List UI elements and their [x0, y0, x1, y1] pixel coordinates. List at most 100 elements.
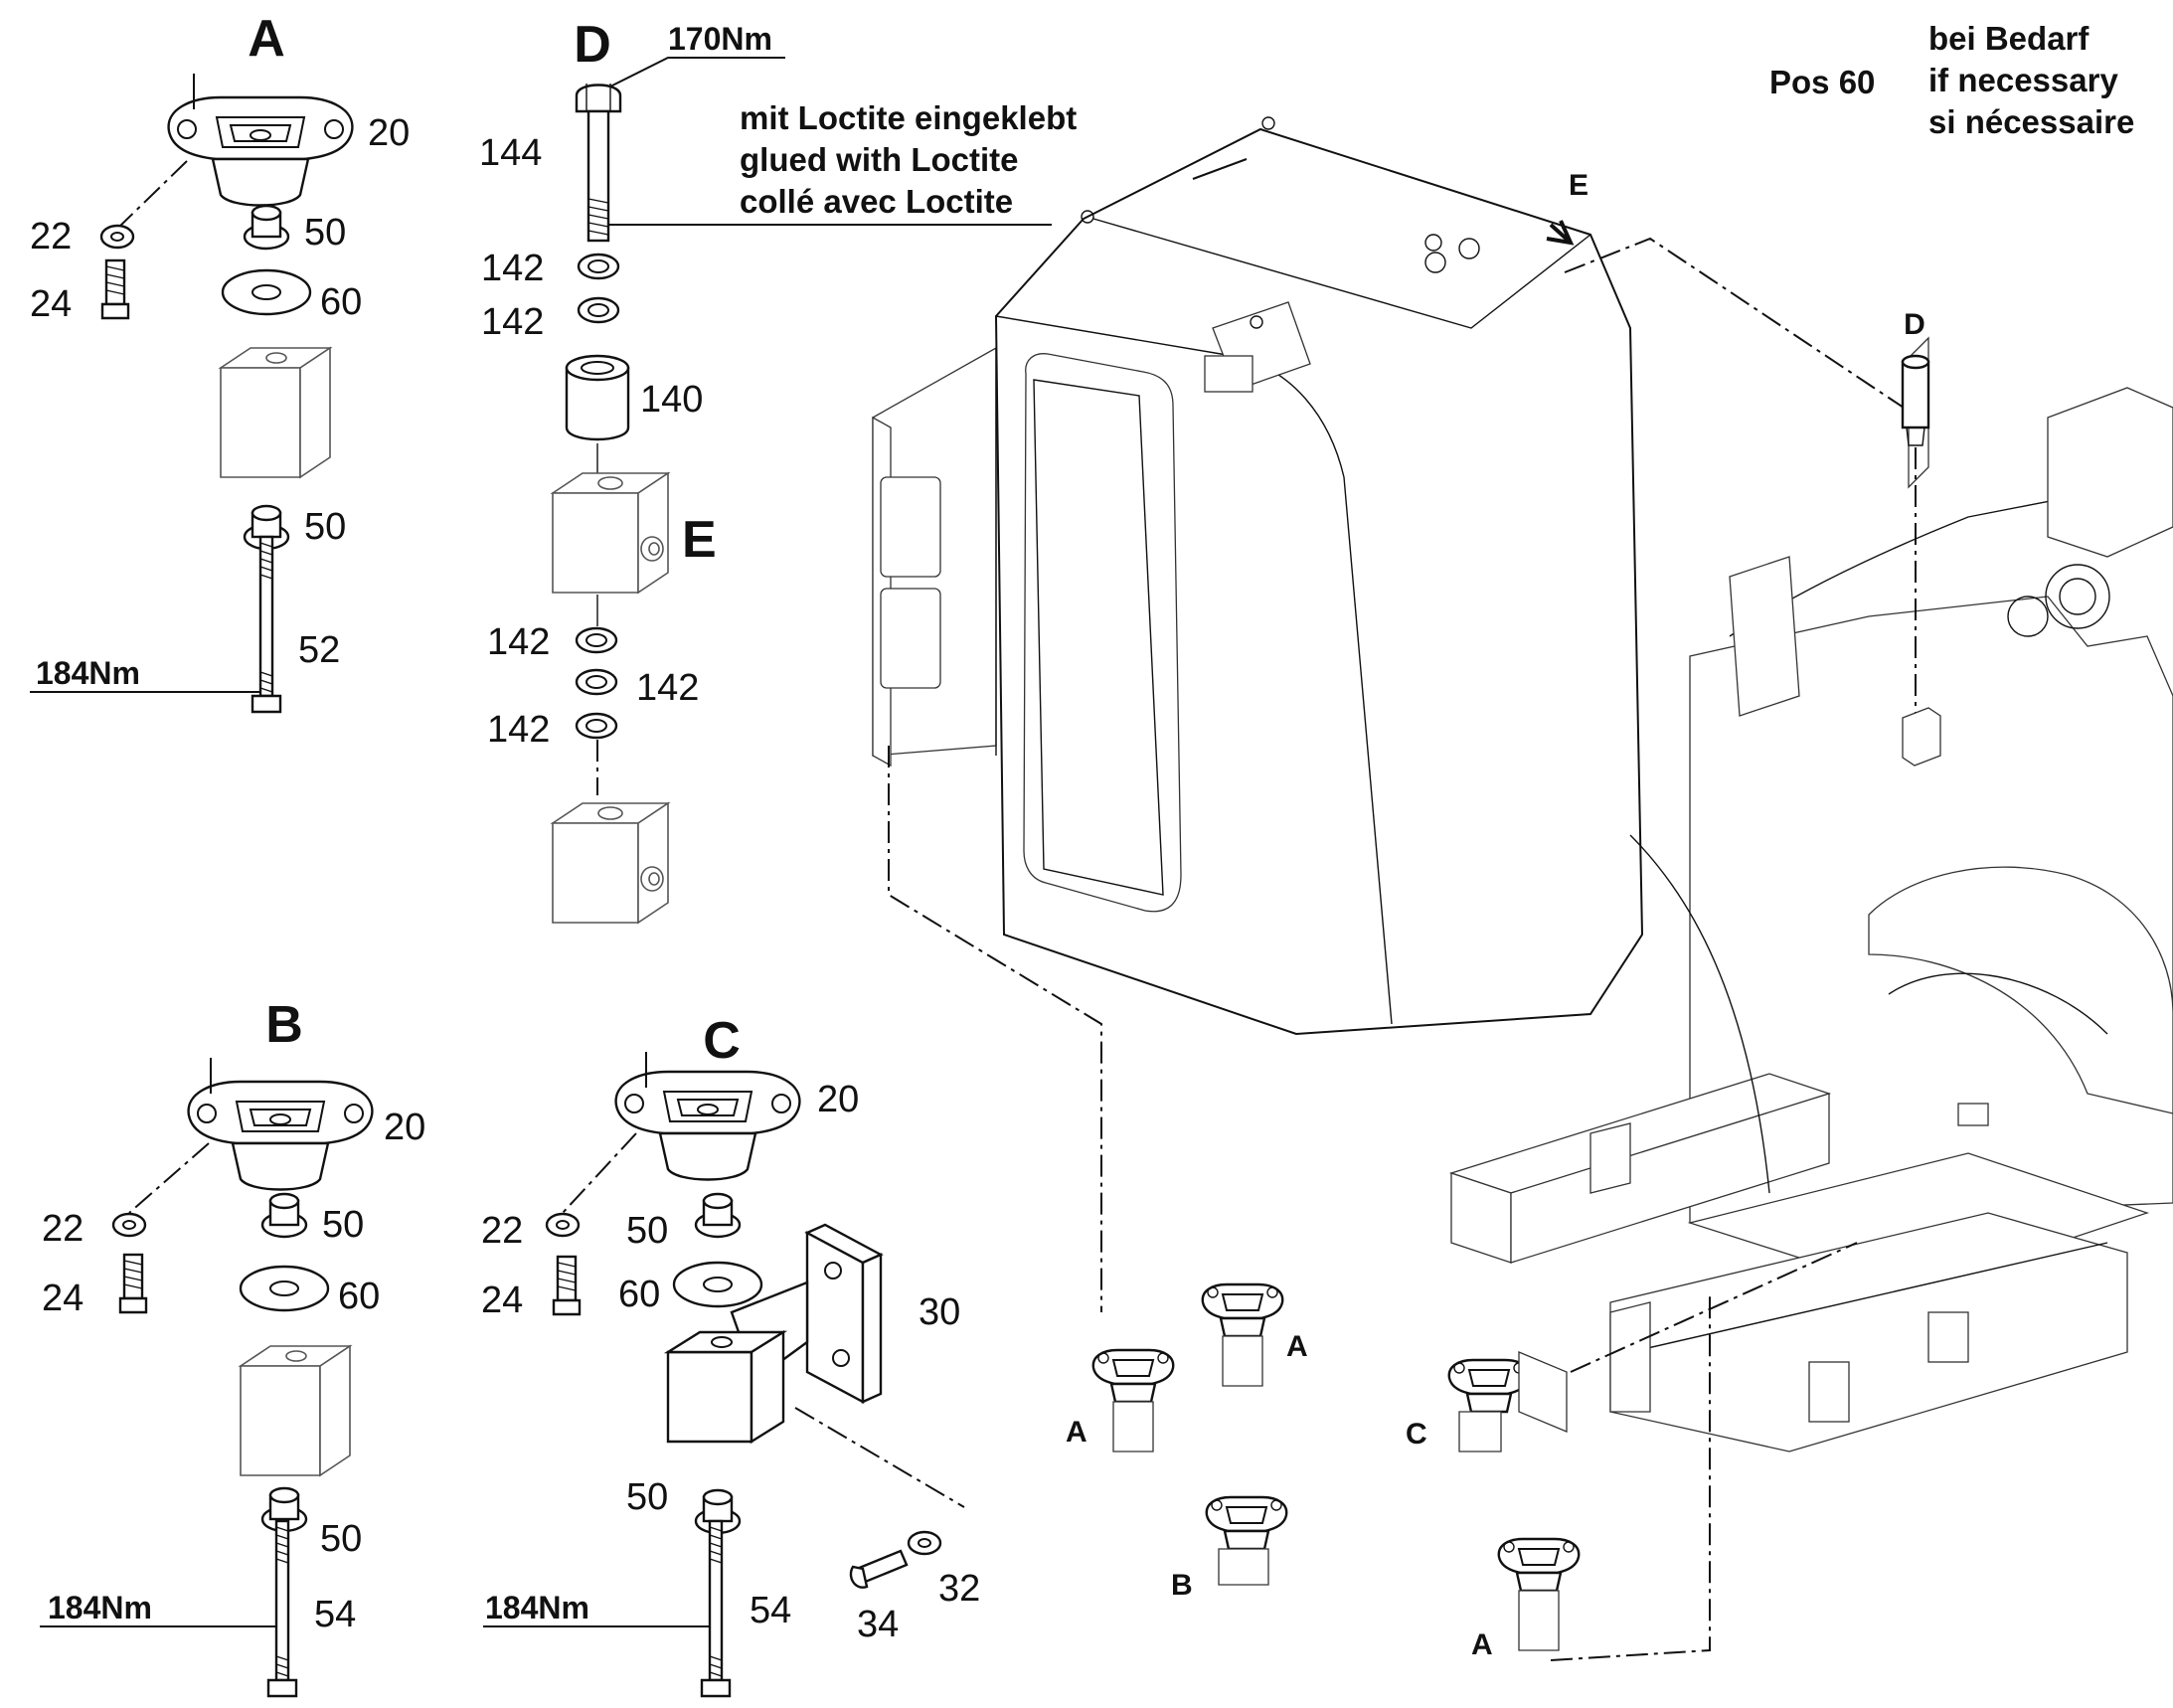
detail-A: A 20 22 24 50 60 50 52 184Nm [30, 10, 410, 714]
detail-E-letter: E [682, 511, 717, 569]
note-bei-bedarf: bei Bedarf [1928, 20, 2089, 57]
ring-part-142 [577, 296, 620, 324]
chassis-frame [1448, 336, 2173, 1452]
long-bolt-part-54 [700, 1519, 732, 1698]
label-50-lower: 50 [626, 1476, 668, 1518]
mini-mount-B [1205, 1495, 1288, 1551]
washer-part-32 [907, 1530, 942, 1556]
label-24: 24 [42, 1278, 84, 1319]
pos60-label: Pos 60 [1769, 64, 1875, 100]
rubber-mount-part-20 [187, 1080, 374, 1191]
label-142-c: 142 [487, 621, 550, 663]
torque-label: 184Nm [36, 655, 140, 691]
label-142-a: 142 [481, 248, 544, 289]
bushing-part-50-upper [694, 1192, 742, 1239]
rubber-mount-part-20 [167, 95, 354, 207]
label-140: 140 [640, 379, 703, 421]
label-20: 20 [817, 1079, 859, 1120]
mounting-points: A A B C A [888, 746, 1858, 1661]
label-34: 34 [857, 1604, 899, 1645]
hex-head [575, 84, 622, 113]
bracket-part-30 [663, 1223, 884, 1445]
detail-A-letter: A [248, 10, 285, 68]
ring-part-142 [577, 253, 620, 280]
mount-C-label: C [1406, 1418, 1427, 1451]
label-50-upper: 50 [626, 1210, 668, 1252]
bolt-part-24 [118, 1253, 148, 1314]
label-60: 60 [320, 281, 362, 323]
bolt-part-34 [849, 1549, 909, 1589]
label-24: 24 [30, 283, 72, 325]
label-142-d: 142 [636, 667, 699, 709]
pos-D-label: D [1904, 308, 1925, 341]
detail-C-letter: C [703, 1012, 741, 1070]
ring-part-142 [575, 626, 618, 654]
torque-170-label: 170Nm [668, 21, 772, 57]
label-30: 30 [919, 1291, 960, 1333]
block-placeholder [240, 1345, 351, 1476]
washer-part-22 [99, 224, 135, 250]
detail-C: C 20 22 24 50 60 30 50 54 184 [481, 1012, 980, 1698]
pos60-note: Pos 60 bei Bedarf if necessary si nécess… [1769, 20, 2134, 140]
label-32: 32 [938, 1568, 980, 1610]
block-lower [552, 802, 669, 924]
washer-part-22 [111, 1212, 147, 1238]
label-54: 54 [314, 1594, 356, 1635]
label-54: 54 [750, 1590, 791, 1631]
note-si-necessaire: si nécessaire [1928, 103, 2134, 140]
label-20: 20 [384, 1107, 425, 1148]
bushing-part-50-upper [260, 1192, 308, 1239]
label-22: 22 [42, 1208, 84, 1250]
note-if-necessary: if necessary [1928, 62, 2118, 98]
mount-A2-label: A [1286, 1330, 1308, 1363]
mini-mount-A3 [1497, 1537, 1581, 1593]
loctite-note-en: glued with Loctite [740, 141, 1018, 178]
label-50-upper: 50 [304, 212, 346, 254]
ring-part-142 [575, 668, 618, 696]
washer-part-22 [545, 1212, 581, 1238]
label-50-lower: 50 [304, 506, 346, 548]
loctite-note-fr: collé avec Loctite [740, 183, 1013, 220]
block-E [552, 472, 669, 594]
label-60: 60 [618, 1274, 660, 1315]
label-52: 52 [298, 629, 340, 671]
bolt-part-144 [586, 109, 610, 243]
label-20: 20 [368, 112, 410, 154]
mini-mount-A2 [1201, 1282, 1284, 1338]
washer-part-60 [672, 1261, 763, 1308]
label-22: 22 [30, 216, 72, 257]
bushing-part-50-upper [243, 204, 290, 251]
long-bolt-part-54 [266, 1519, 298, 1698]
bolt-part-24 [100, 258, 130, 320]
pos-D-callout: E D [1546, 169, 1941, 767]
label-22: 22 [481, 1210, 523, 1252]
bolt-part-24 [552, 1255, 582, 1316]
ring-part-142 [575, 712, 618, 740]
sleeve-part-140 [565, 366, 630, 441]
rubber-mount-part-20 [614, 1070, 801, 1181]
torque-label: 184Nm [48, 1590, 152, 1625]
detail-B-letter: B [265, 996, 303, 1054]
detail-D-letter: D [574, 16, 611, 74]
label-50-upper: 50 [322, 1204, 364, 1246]
detail-B: B 20 22 24 50 60 50 54 184Nm [40, 996, 425, 1698]
mini-mount-A1 [1091, 1348, 1175, 1404]
label-142-b: 142 [481, 301, 544, 343]
block-placeholder [220, 347, 331, 478]
long-bolt-part-52 [251, 535, 282, 714]
label-50-lower: 50 [320, 1518, 362, 1560]
torque-label: 184Nm [485, 1590, 589, 1625]
detail-D-E: D 170Nm 144 mit Loctite eingeklebt glued… [479, 16, 1077, 924]
label-142-e: 142 [487, 709, 550, 751]
cab-assembly [872, 116, 1644, 1036]
mount-A3-label: A [1471, 1628, 1493, 1661]
mount-A1-label: A [1066, 1416, 1087, 1449]
arrow-E-label: E [1569, 169, 1588, 202]
label-24: 24 [481, 1280, 523, 1321]
label-144: 144 [479, 132, 542, 174]
loctite-note-de: mit Loctite eingeklebt [740, 99, 1077, 136]
mini-mount-C [1447, 1358, 1531, 1414]
washer-part-60 [221, 268, 312, 316]
